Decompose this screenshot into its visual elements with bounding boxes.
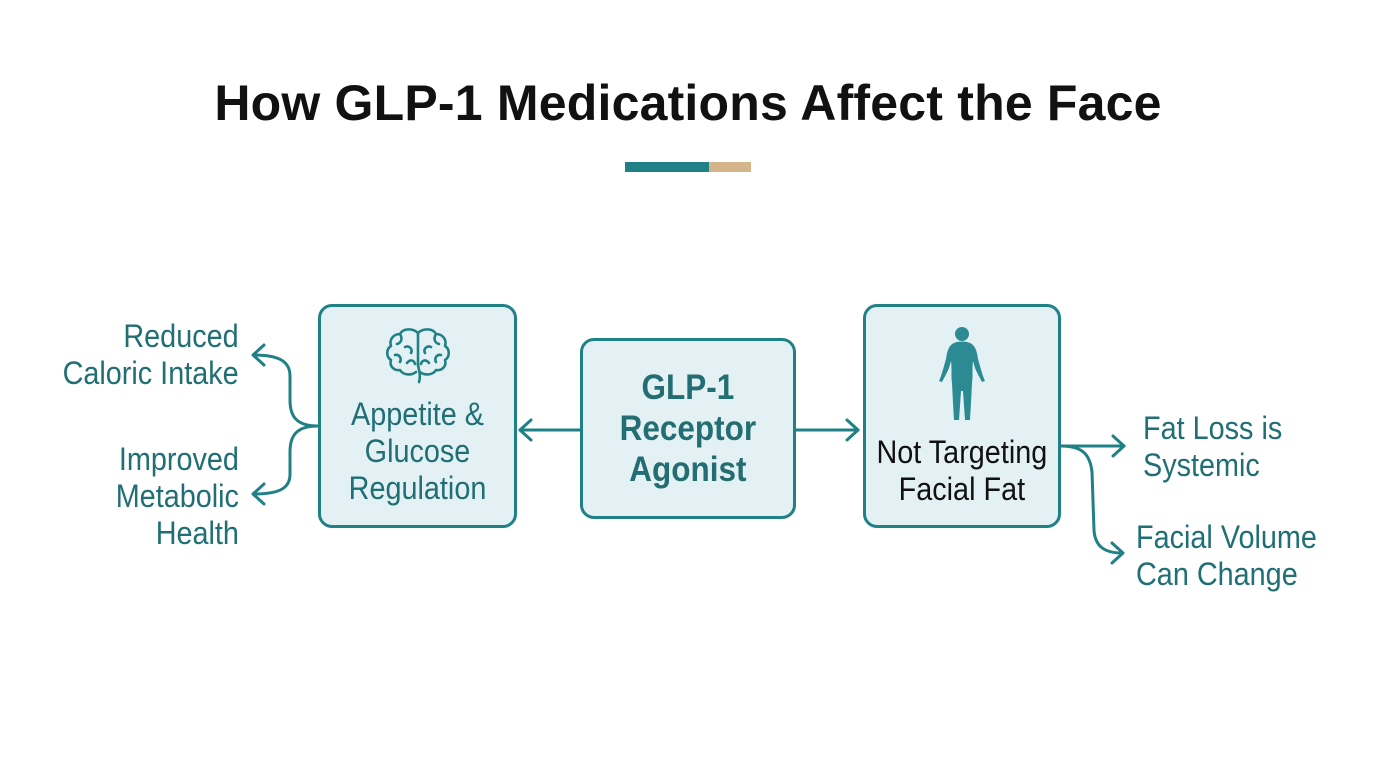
arrow-left-to-reduced bbox=[252, 353, 320, 428]
outcome-fat-loss-systemic: Fat Loss is Systemic bbox=[1143, 410, 1282, 484]
human-body-icon bbox=[934, 325, 990, 428]
arrow-left-to-improved bbox=[252, 424, 320, 496]
arrowhead-improved bbox=[251, 482, 266, 506]
arrowhead-fatloss bbox=[1111, 434, 1126, 458]
not-targeting-facial-fat-box: Not Targeting Facial Fat bbox=[863, 304, 1061, 528]
not-targeting-line-2: Facial Fat bbox=[898, 470, 1026, 507]
reduced-line-1: Reduced bbox=[123, 318, 239, 354]
glp1-line-2: Receptor bbox=[619, 409, 757, 448]
improved-line-3: Health bbox=[155, 515, 239, 551]
appetite-line-2: Glucose bbox=[364, 433, 471, 469]
glp1-line-3: Agonist bbox=[629, 450, 747, 489]
outcome-improved-metabolic-health: Improved Metabolic Health bbox=[116, 441, 239, 552]
arrowhead-facial bbox=[1110, 541, 1125, 565]
brain-icon bbox=[383, 325, 453, 390]
fatloss-line-1: Fat Loss is bbox=[1143, 410, 1283, 446]
title-underline bbox=[625, 162, 751, 172]
title-underline-primary bbox=[625, 162, 709, 172]
glp1-line-1: GLP-1 bbox=[641, 368, 735, 407]
arrowhead-center-to-right bbox=[845, 418, 860, 442]
reduced-line-2: Caloric Intake bbox=[62, 355, 239, 391]
not-targeting-line-1: Not Targeting bbox=[876, 433, 1048, 470]
appetite-regulation-box: Appetite & Glucose Regulation bbox=[318, 304, 517, 528]
outcome-facial-volume-change: Facial Volume Can Change bbox=[1136, 519, 1317, 593]
page-title: How GLP-1 Medications Affect the Face bbox=[214, 75, 1162, 131]
fatloss-line-2: Systemic bbox=[1143, 447, 1260, 483]
outcome-reduced-caloric-intake: Reduced Caloric Intake bbox=[63, 318, 239, 392]
facial-line-2: Can Change bbox=[1136, 556, 1298, 592]
arrowhead-reduced bbox=[251, 343, 266, 367]
appetite-line-1: Appetite & bbox=[351, 396, 484, 432]
improved-line-2: Metabolic bbox=[115, 478, 239, 514]
glp1-agonist-label: GLP-1 Receptor Agonist bbox=[620, 367, 757, 490]
not-targeting-label: Not Targeting Facial Fat bbox=[877, 434, 1048, 508]
improved-line-1: Improved bbox=[118, 441, 239, 477]
glp1-agonist-box: GLP-1 Receptor Agonist bbox=[580, 338, 796, 519]
facial-line-1: Facial Volume bbox=[1136, 519, 1317, 555]
title-underline-secondary bbox=[709, 162, 751, 172]
appetite-line-3: Regulation bbox=[348, 470, 487, 506]
appetite-regulation-label: Appetite & Glucose Regulation bbox=[349, 396, 487, 507]
arrow-right-to-facial bbox=[1059, 444, 1124, 555]
arrowhead-center-to-left bbox=[518, 418, 533, 442]
